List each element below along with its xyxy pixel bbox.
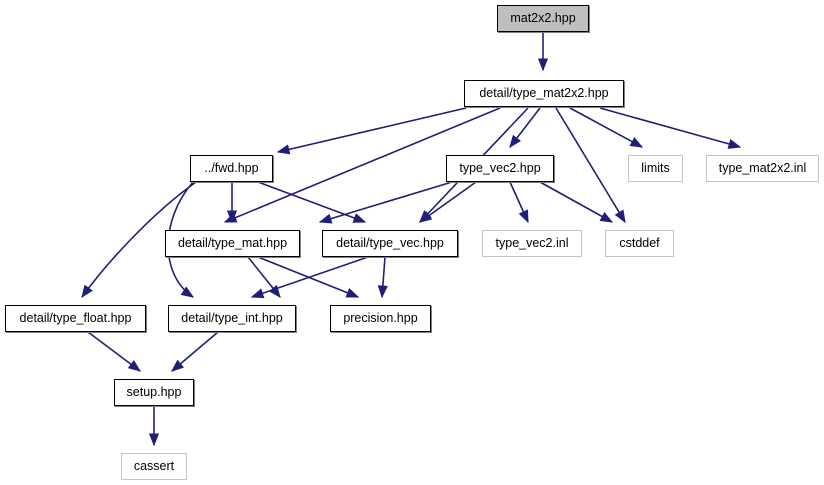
graph-edge — [223, 107, 501, 223]
graph-edge — [599, 107, 742, 149]
graph-edge — [257, 181, 367, 223]
graph-edge — [276, 107, 467, 155]
graph-node-cstddef[interactable]: cstddef — [605, 230, 674, 257]
graph-node-mat2x2[interactable]: mat2x2.hpp — [497, 5, 589, 32]
graph-node-type_mat2x2[interactable]: detail/type_mat2x2.hpp — [464, 80, 624, 107]
graph-edge — [318, 181, 453, 224]
graph-node-setup[interactable]: setup.hpp — [114, 379, 194, 406]
graph-edge — [247, 256, 281, 298]
graph-edge — [81, 181, 197, 299]
graph-node-type_vec[interactable]: detail/type_vec.hpp — [322, 230, 458, 257]
graph-node-type_mat[interactable]: detail/type_mat.hpp — [165, 230, 300, 257]
graph-edge — [569, 107, 644, 148]
graph-node-limits[interactable]: limits — [628, 155, 683, 182]
graph-edge — [418, 181, 477, 223]
graph-node-type_vec2[interactable]: type_vec2.hpp — [446, 155, 554, 182]
graph-node-vec2_inl[interactable]: type_vec2.inl — [482, 230, 582, 257]
graph-node-type_float[interactable]: detail/type_float.hpp — [5, 305, 146, 332]
graph-edge — [539, 181, 614, 223]
graph-node-cassert[interactable]: cassert — [121, 453, 187, 480]
graph-edge — [171, 331, 219, 372]
graph-edge — [87, 331, 142, 372]
graph-node-precision[interactable]: precision.hpp — [330, 305, 431, 332]
graph-edge — [250, 256, 369, 299]
graph-edge — [555, 107, 626, 224]
graph-node-mat2x2_inl[interactable]: type_mat2x2.inl — [706, 155, 819, 182]
graph-edge — [509, 181, 529, 224]
graph-edge — [509, 107, 541, 149]
graph-node-fwd[interactable]: ../fwd.hpp — [190, 155, 273, 182]
graph-node-type_int[interactable]: detail/type_int.hpp — [168, 305, 296, 332]
graph-edge — [377, 256, 388, 299]
